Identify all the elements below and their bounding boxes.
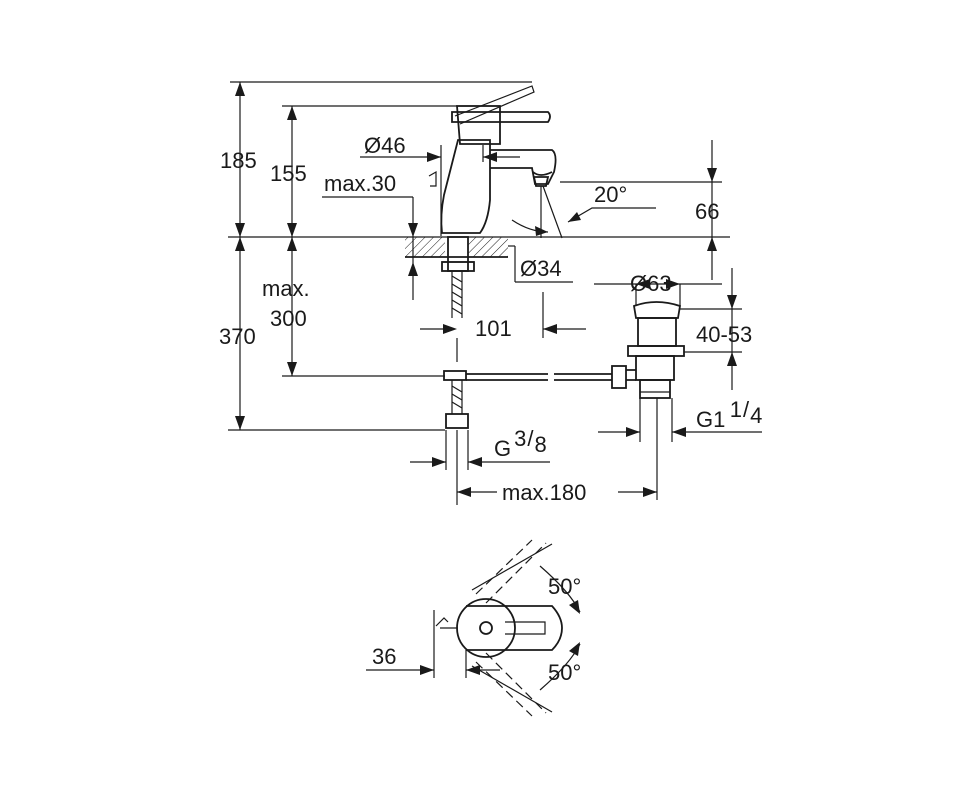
- dim-spout-clearance-line: [560, 140, 722, 280]
- faucet-body: [428, 85, 557, 234]
- dim-waste-thread-label: G1: [696, 407, 725, 432]
- dim-connection-label: G: [494, 436, 511, 461]
- dim-projection: 101: [475, 316, 512, 341]
- dim-height-total: 185: [220, 148, 257, 173]
- waste-drain: [626, 301, 685, 500]
- dim-max-thickness: max.30: [324, 171, 396, 196]
- dim-projection-line: [420, 292, 586, 338]
- countertop-section: [405, 236, 508, 318]
- dim-connection-num: 3: [514, 426, 526, 451]
- dim-waste-thread-line: [598, 427, 762, 437]
- dim-lever-offset: 36: [372, 644, 396, 669]
- dim-diameter-base-line: [508, 245, 573, 283]
- dim-max-thickness-line: [322, 196, 418, 300]
- dim-max-spacing-line: [457, 487, 657, 497]
- dim-height-spout: 155: [270, 161, 307, 186]
- dim-angle-upper: 50°: [548, 574, 581, 599]
- dim-diameter-body: Ø46: [364, 133, 406, 158]
- dim-diameter-body-line: [360, 145, 520, 236]
- popup-rod: [466, 365, 627, 389]
- top-view: [366, 539, 581, 717]
- dim-diameter-waste-line: [594, 279, 722, 306]
- dim-spout-clearance: 66: [695, 199, 719, 224]
- dim-connection-line: [410, 430, 550, 470]
- dim-waste-thread-slash: /: [743, 397, 750, 422]
- dim-max-spacing: max.180: [502, 480, 586, 505]
- dim-connection-slash: /: [527, 426, 534, 451]
- supply-hose: [443, 338, 469, 505]
- dim-waste-range-line: [680, 268, 742, 390]
- dim-waste-thread-num: 1: [730, 397, 742, 422]
- dim-angle-lower: 50°: [548, 660, 581, 685]
- dim-diameter-base: Ø34: [520, 256, 562, 281]
- dim-waste-thread-den: 4: [750, 403, 762, 428]
- side-view: 185 155 370 max. 300: [219, 81, 762, 505]
- dim-max-value: 300: [270, 306, 307, 331]
- dim-max-label: max.: [262, 276, 310, 301]
- dim-waste-range: 40-53: [696, 322, 752, 347]
- dim-diameter-waste: Ø63: [630, 271, 672, 296]
- dim-spout-angle-line: [511, 185, 656, 239]
- dim-spout-angle: 20°: [594, 182, 627, 207]
- dim-hose-length: 370: [219, 324, 256, 349]
- dim-connection-den: 8: [535, 432, 547, 457]
